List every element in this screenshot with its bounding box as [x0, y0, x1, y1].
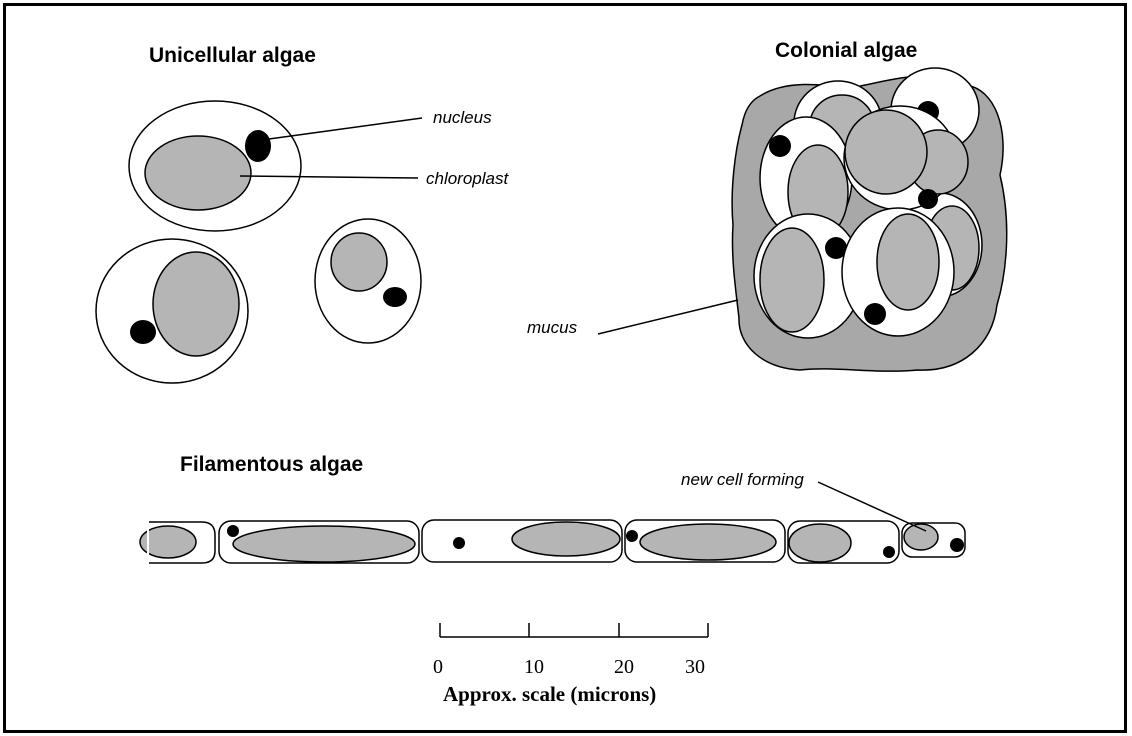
nucleus	[130, 320, 156, 344]
chloroplast	[233, 526, 415, 562]
label-chloroplast: chloroplast	[426, 169, 509, 188]
chloroplast	[512, 522, 620, 556]
filament-cut-edge	[147, 515, 149, 575]
label-mucus: mucus	[527, 318, 578, 337]
heading-colonial: Colonial algae	[775, 39, 917, 62]
chloroplast	[640, 524, 776, 560]
nucleus-leader-line	[269, 118, 422, 139]
colonial-colony	[732, 68, 1007, 371]
nucleus	[918, 189, 938, 209]
heading-unicellular: Unicellular algae	[149, 44, 316, 67]
chloroplast	[153, 252, 239, 356]
chloroplast	[789, 524, 851, 562]
chloroplast	[904, 524, 938, 550]
chloroplast	[331, 233, 387, 291]
chloroplast	[760, 228, 824, 332]
heading-filamentous: Filamentous algae	[180, 453, 363, 476]
scale-tick-label: 30	[685, 656, 705, 678]
chloroplast	[145, 136, 251, 210]
chloroplast	[845, 110, 927, 194]
nucleus	[883, 546, 895, 558]
label-new-cell: new cell forming	[681, 470, 804, 489]
mucus-leader-line	[598, 300, 738, 334]
unicellular-cell-3	[315, 219, 421, 343]
chloroplast	[877, 214, 939, 310]
scale-bar: 0 10 20 30 Approx. scale (microns)	[433, 623, 708, 706]
label-nucleus: nucleus	[433, 108, 492, 127]
nucleus	[453, 537, 465, 549]
nucleus	[864, 303, 886, 325]
nucleus	[227, 525, 239, 537]
scale-tick-label: 0	[433, 656, 443, 678]
filament	[140, 515, 965, 575]
nucleus	[245, 130, 271, 162]
scale-tick-label: 10	[524, 656, 544, 678]
unicellular-cell-2	[96, 239, 248, 383]
nucleus	[626, 530, 638, 542]
unicellular-cell-1	[129, 101, 301, 231]
nucleus	[950, 538, 964, 552]
scale-tick-label: 20	[614, 656, 634, 678]
nucleus	[383, 287, 407, 307]
scale-title: Approx. scale (microns)	[443, 682, 656, 706]
nucleus	[769, 135, 791, 157]
